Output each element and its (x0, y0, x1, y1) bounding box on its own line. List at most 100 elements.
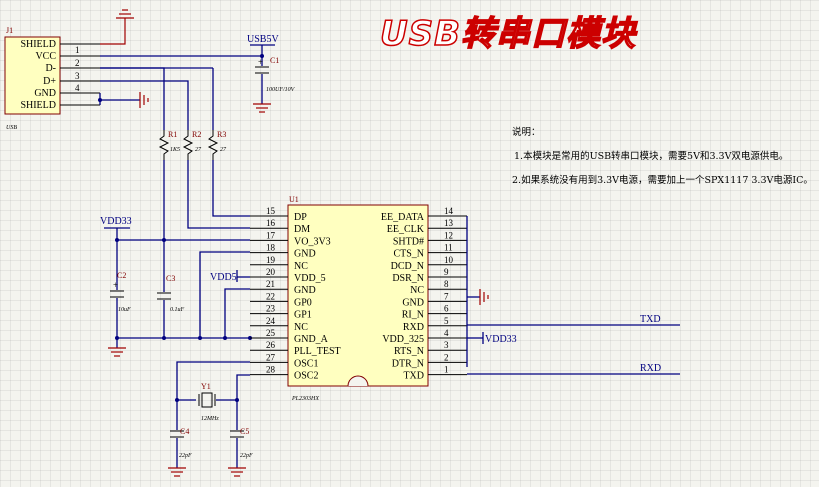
chip-pin-label: GP1 (294, 310, 312, 321)
r2-ref: R2 (192, 130, 201, 139)
chip-pin-label: NC (294, 261, 308, 272)
chip-pin-label: TXD (403, 371, 424, 382)
chip-pin-number: 18 (266, 243, 276, 253)
chip-pin-label: SHTD# (393, 236, 424, 247)
connector-ref: J1 (6, 26, 13, 35)
y1-ref: Y1 (201, 382, 211, 391)
chip-pin-number: 8 (444, 279, 449, 289)
vdd5-net: VDD5 (210, 270, 250, 283)
chip-ref: U1 (289, 195, 299, 204)
vdd5-label: VDD5 (210, 272, 237, 283)
chip-pin-number: 25 (266, 328, 276, 338)
chip-pin-label: RXD (403, 322, 424, 333)
chip-pin-label: GP0 (294, 297, 312, 308)
c2-value: 10uF (118, 307, 131, 313)
chip-pin-number: 10 (444, 255, 454, 265)
chip-pin-label: OSC2 (294, 371, 318, 382)
chip-pin-number: 17 (266, 230, 276, 240)
chip-pin-number: 11 (444, 243, 453, 253)
notes-line-1: 1.本模块是常用的USB转串口模块，需要5V和3.3V双电源供电。 (514, 151, 789, 162)
chip-pin-number: 9 (444, 267, 449, 277)
chip-pin-number: 26 (266, 340, 276, 350)
chip-pin-label: OSC1 (294, 358, 318, 369)
chip-pin-label: GND_A (294, 334, 329, 345)
resistor-r1: R1 1K5 (158, 130, 180, 160)
notes-line-2: 2.如果系统没有用到3.3V电源，需要加上一个SPX1117 3.3V电源IC。 (512, 175, 813, 186)
chip-pin-number: 19 (266, 255, 276, 265)
r3-ref: R3 (217, 130, 226, 139)
chip-pin-number: 22 (266, 291, 275, 301)
chip-pin-number: 12 (444, 230, 453, 240)
chip-right-pins: 14EE_DATA13EE_CLK12SHTD#11CTS_N10DCD_N9D… (381, 206, 467, 382)
chip-pin-label: DSR_N (392, 273, 424, 284)
chip-pin-number: 24 (266, 316, 276, 326)
vdd33-left-net: VDD33 + C2 10uF C3 0.1uF (100, 216, 250, 357)
c3-ref: C3 (166, 274, 175, 283)
connector-pin-number: 4 (75, 83, 80, 93)
chip-pin-number: 2 (444, 352, 449, 362)
usb5v-net: USB5V + C1 100UF/10V (247, 34, 296, 113)
c2-ref: C2 (117, 271, 126, 280)
chip-pin-number: 23 (266, 304, 276, 314)
chip-pin-number: 27 (266, 352, 276, 362)
chip-pin-label: GND (294, 249, 316, 260)
chip-pin-number: 14 (444, 206, 454, 216)
ground-symbol (100, 9, 134, 45)
r2-value: 27 (195, 147, 202, 153)
vdd33-right-label: VDD33 (485, 334, 517, 345)
chip-pin-number: 6 (444, 304, 449, 314)
svg-text:+: + (258, 57, 263, 67)
chip-pin-label: EE_DATA (381, 212, 425, 223)
chip-pin-number: 5 (444, 316, 449, 326)
chip-pin-number: 28 (266, 365, 276, 375)
connector-pin-label: D- (45, 63, 56, 74)
chip-pin-number: 1 (444, 365, 449, 375)
c5-ref: C5 (240, 427, 249, 436)
chip-pin-number: 7 (444, 291, 449, 301)
connector-pin-label: GND (34, 88, 56, 99)
r3-value: 27 (220, 147, 227, 153)
chip-pin-label: GND (294, 285, 316, 296)
chip-pin-label: VDD_5 (294, 273, 326, 284)
chip-pin-label: GND (402, 297, 424, 308)
chip-pin-number: 16 (266, 218, 276, 228)
connector-pin-number: 1 (75, 45, 80, 55)
connector-pin-label: D+ (43, 76, 56, 87)
connector-pin-label: SHIELD (20, 100, 56, 111)
chip-pin-label: RTS_N (394, 346, 424, 357)
c5-value: 22pF (240, 453, 253, 459)
chip-left-pins: 15DP16DM17VO_3V318GND19NC20VDD_521GND22G… (250, 206, 341, 382)
right-side-nets: VDD33 TXD RXD (466, 216, 680, 375)
resistor-r2: R2 27 (182, 130, 202, 160)
crystal-circuit: Y1 12MHz C4 22pF C5 22pF (168, 361, 253, 477)
c1-ref: C1 (270, 56, 279, 65)
y1-value: 12MHz (201, 416, 219, 422)
c3-value: 0.1uF (170, 307, 185, 313)
connector-pin-number: 2 (75, 58, 80, 68)
r1-value: 1K5 (170, 147, 180, 153)
chip-pin-label: NC (410, 285, 424, 296)
chip-pin-label: EE_CLK (387, 224, 425, 235)
notes-heading: 说明： (512, 127, 541, 138)
chip-pin-number: 4 (444, 328, 449, 338)
chip-pin-label: VDD_325 (382, 334, 424, 345)
connector-pin-label: VCC (35, 51, 56, 62)
chip-pin-label: PLL_TEST (294, 346, 341, 357)
c4-ref: C4 (180, 427, 189, 436)
chip-u1: U1 PL2303HX 15DP16DM17VO_3V318GND19NC20V… (250, 195, 467, 402)
connector-name: USB (6, 125, 17, 131)
chip-pin-label: DP (294, 212, 307, 223)
chip-pin-label: RI_N (402, 310, 424, 321)
chip-pin-number: 21 (266, 279, 275, 289)
ground-symbol (139, 92, 149, 108)
chip-pin-label: DCD_N (391, 261, 424, 272)
chip-pin-number: 13 (444, 218, 454, 228)
c1-value: 100UF/10V (266, 87, 296, 93)
chip-pin-label: CTS_N (393, 249, 424, 260)
txd-label: TXD (640, 314, 661, 325)
chip-pin-label: DM (294, 224, 310, 235)
chip-pin-number: 15 (266, 206, 276, 216)
resistor-r3: R3 27 (207, 68, 227, 160)
